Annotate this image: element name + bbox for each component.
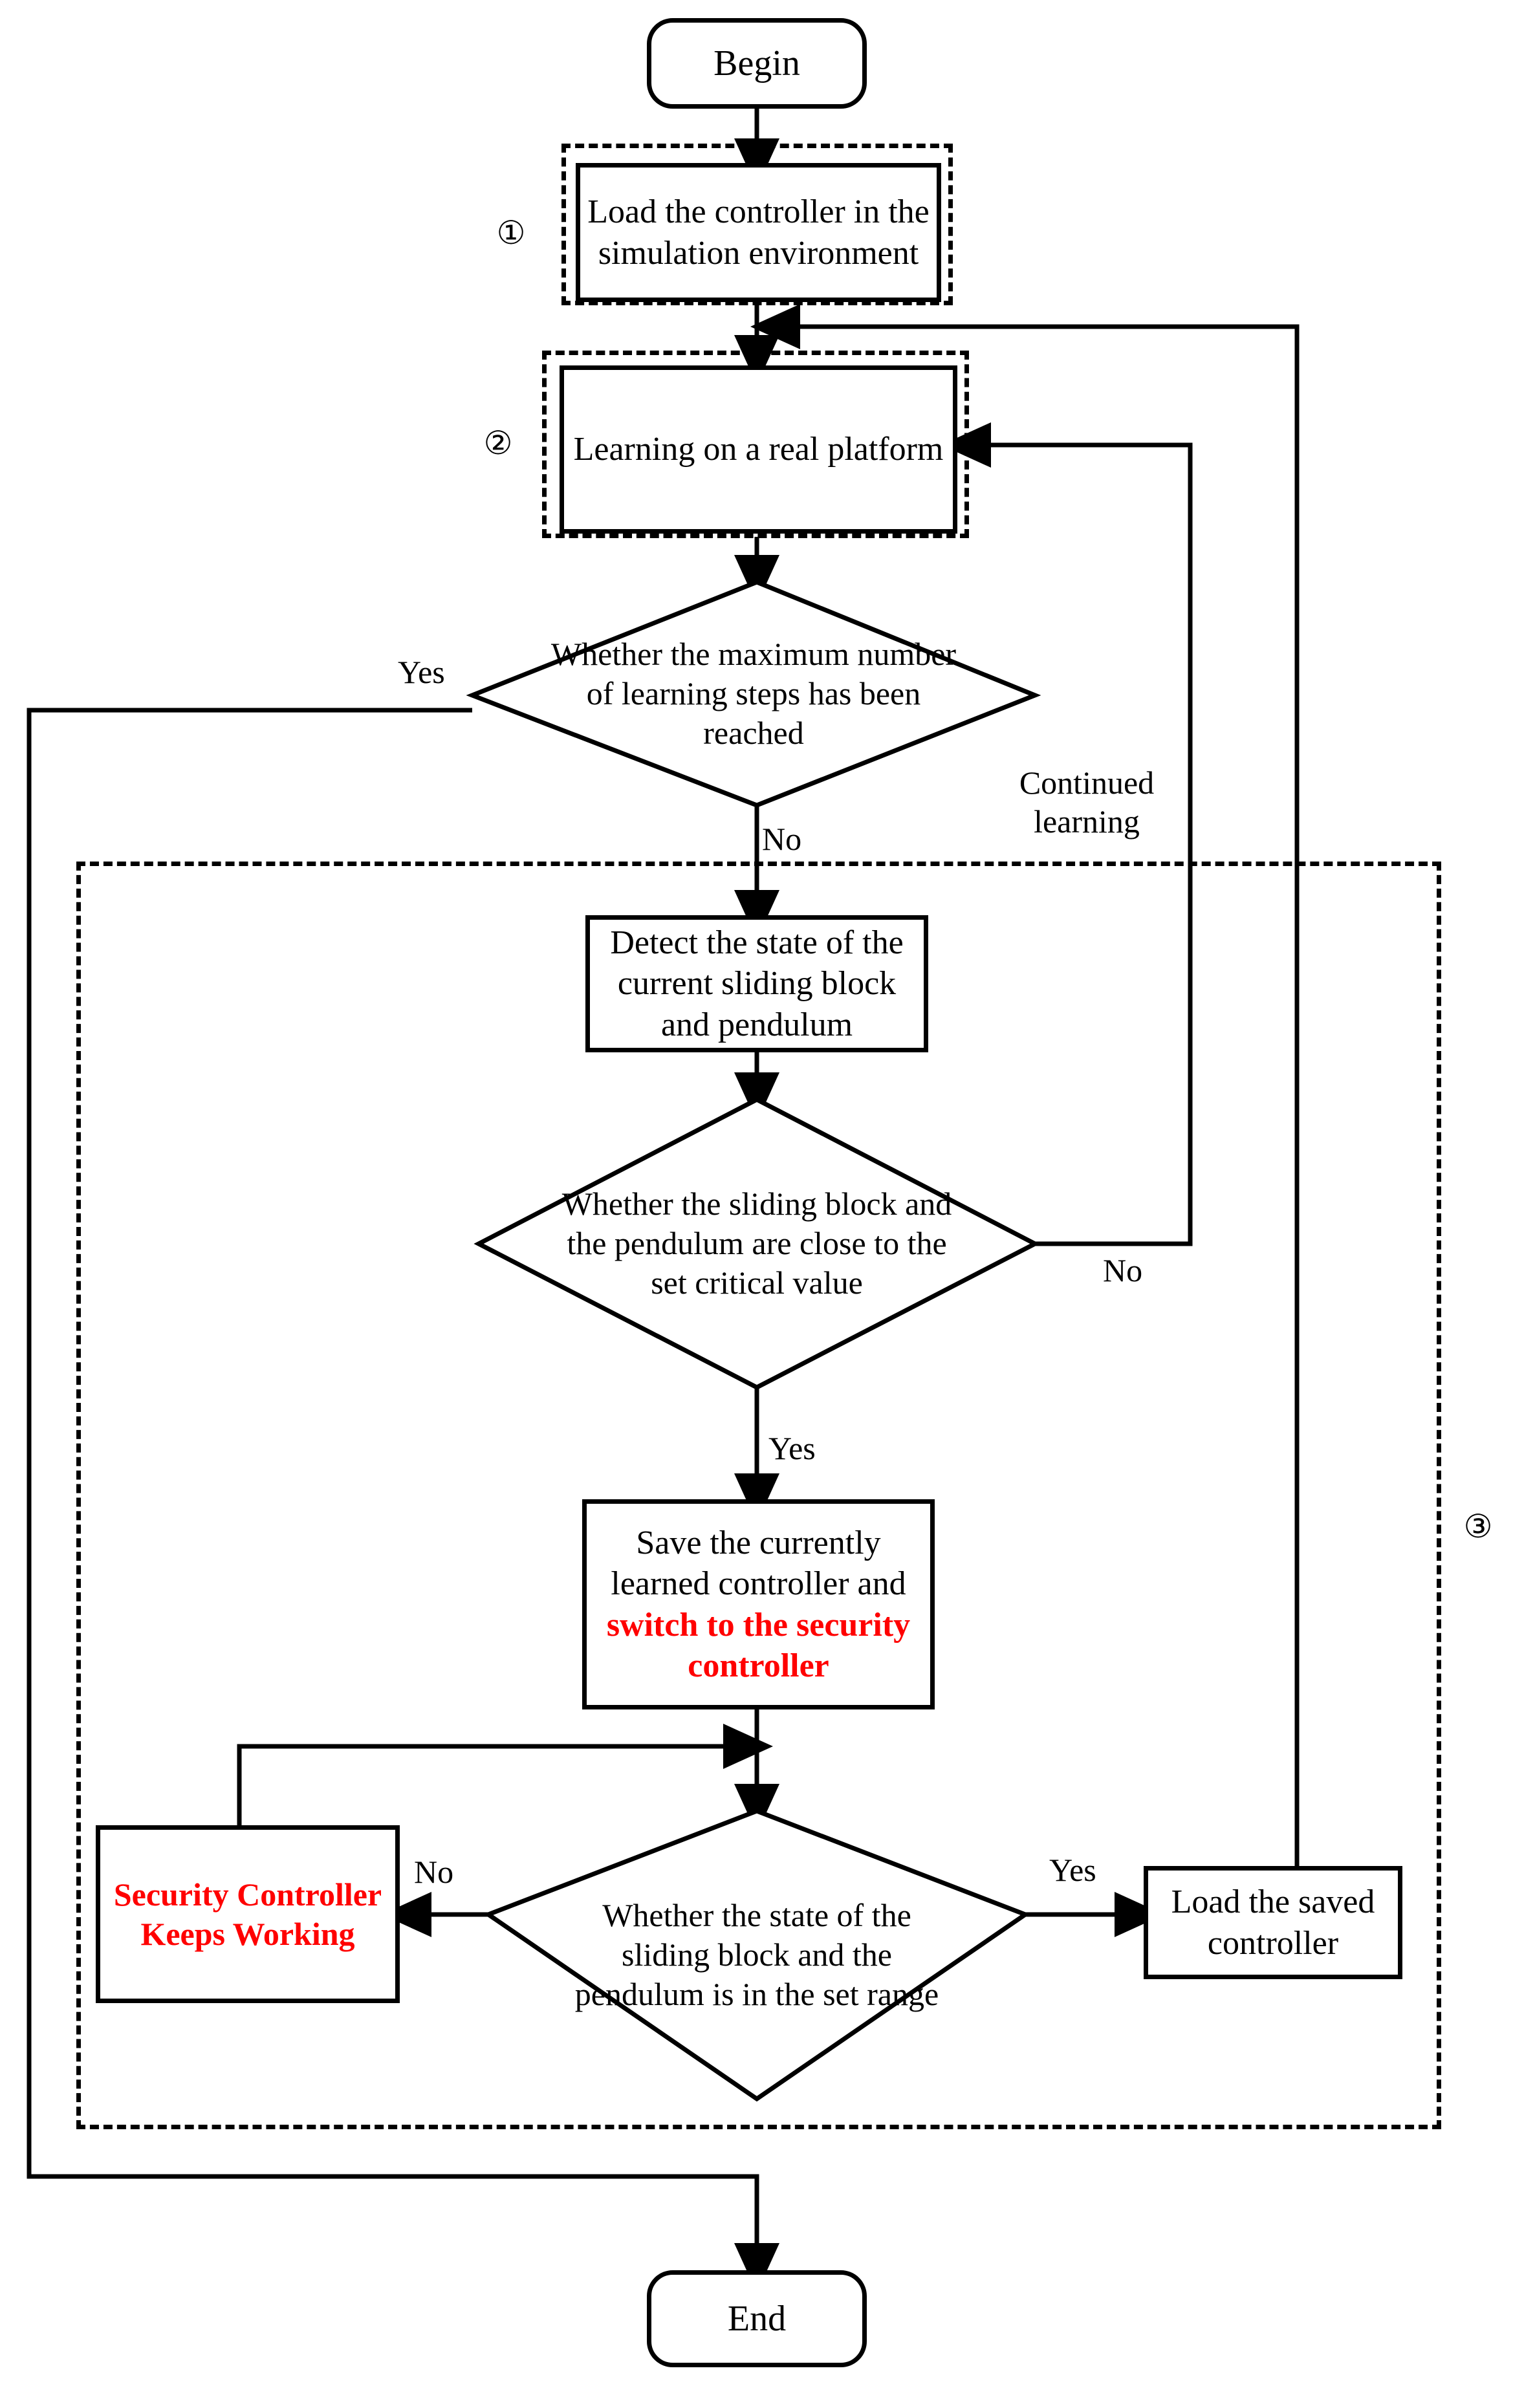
decision-max-steps-label: Whether the maximum number of learning s… xyxy=(550,636,957,751)
edge-loadsaved-to-learning xyxy=(750,304,1300,1869)
group-marker-3: ③ xyxy=(1463,1508,1493,1545)
group-3-dashed-border xyxy=(76,862,1441,2129)
decision-critical-value-label: Whether the sliding block and the pendul… xyxy=(561,1186,952,1301)
node-learning-real-platform[interactable]: Learning on a real platform xyxy=(560,365,957,534)
decision-max-steps-shape xyxy=(466,580,1041,808)
node-decision-critical-value[interactable]: Whether the sliding block and the pendul… xyxy=(479,1100,1035,1387)
edge-d2-no-continued-learning xyxy=(941,422,1193,1246)
edge-label-yes-critical: Yes xyxy=(768,1430,816,1466)
node-detect-state[interactable]: Detect the state of the current sliding … xyxy=(585,915,928,1052)
decision-critical-value-shape xyxy=(473,1097,1040,1390)
node-decision-max-steps[interactable]: Whether the maximum number of learning s… xyxy=(472,582,1035,805)
save-controller-text-plain: Save the currently learned controller an… xyxy=(611,1524,906,1603)
node-security-controller-keeps-working[interactable]: Security Controller Keeps Working xyxy=(96,1825,400,2003)
edge-label-no-critical: No xyxy=(1103,1252,1143,1288)
node-load-controller-simulation[interactable]: Load the controller in the simulation en… xyxy=(576,163,941,302)
node-decision-set-range[interactable]: Whether the state of the sliding block a… xyxy=(488,1811,1025,2099)
group-marker-1: ① xyxy=(496,215,526,251)
node-save-switch-controller[interactable]: Save the currently learned controller an… xyxy=(582,1499,935,1709)
decision-set-range-shape xyxy=(483,1808,1030,2102)
group-1-dashed-border xyxy=(561,144,953,305)
edge-label-no-in-range: No xyxy=(414,1854,454,1890)
save-controller-text-highlight: switch to the security controller xyxy=(606,1606,911,1684)
node-load-saved-controller[interactable]: Load the saved controller xyxy=(1144,1866,1402,1979)
edge-label-continued-learning: Continued learning xyxy=(1019,765,1155,840)
node-end[interactable]: End xyxy=(647,2270,867,2367)
group-2-dashed-border xyxy=(542,351,969,538)
group-marker-2: ② xyxy=(483,425,513,461)
edge-label-no-max-steps: No xyxy=(762,821,802,857)
node-begin[interactable]: Begin xyxy=(647,18,867,109)
edge-label-yes-in-range: Yes xyxy=(1049,1852,1096,1888)
decision-set-range-label: Whether the state of the sliding block a… xyxy=(574,1897,939,2012)
edge-label-yes-max-steps: Yes xyxy=(398,654,445,690)
edge-d1-yes-to-end xyxy=(27,708,779,2293)
edge-security-loopback-to-d3 xyxy=(237,1724,773,1827)
